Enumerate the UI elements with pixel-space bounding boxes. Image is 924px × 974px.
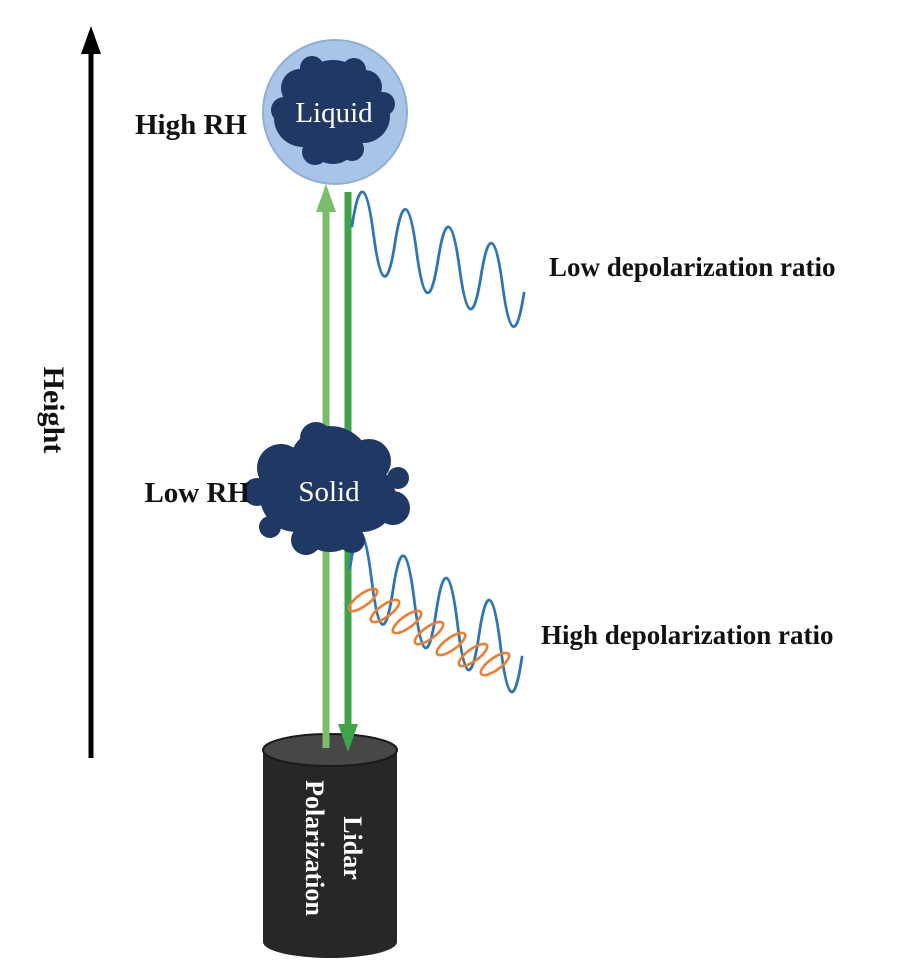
coil-loop — [391, 609, 423, 635]
blob-part — [340, 137, 364, 161]
low-depolarization-label: Low depolarization ratio — [549, 252, 835, 282]
coil-loop — [369, 598, 401, 624]
emitted-beam-arrowhead-icon — [316, 184, 336, 212]
blob-part — [300, 56, 324, 80]
blob-part — [271, 97, 297, 123]
blob-part — [347, 439, 391, 483]
blob-part — [342, 58, 366, 82]
high-depolarization-label: High depolarization ratio — [541, 620, 834, 650]
high-depolarization-wave — [348, 532, 524, 694]
low-rh-label: Low RH — [144, 477, 250, 509]
lidar-cylinder-top — [262, 733, 398, 767]
coil-loop — [457, 642, 489, 668]
blob-part — [302, 139, 328, 165]
blob-part — [259, 516, 281, 538]
blob-part — [387, 467, 409, 489]
coil-loop — [479, 651, 511, 677]
low-depolarization-wave — [350, 190, 526, 328]
solid-particle-blob — [243, 422, 410, 555]
blob-part — [371, 92, 395, 116]
height-axis-arrowhead-icon — [81, 26, 101, 54]
height-axis-label: Height — [37, 367, 70, 454]
coil-loop — [435, 631, 467, 657]
blob-part — [243, 478, 271, 506]
lidar-label-line1: Polarization — [300, 780, 329, 916]
blob-part — [257, 444, 305, 492]
return-beam-arrowhead-icon — [338, 724, 358, 752]
liquid-particle-blob — [271, 56, 395, 165]
blob-part — [339, 527, 365, 553]
depolarized-coil-icon — [347, 587, 511, 677]
lidar-cylinder — [262, 733, 398, 958]
liquid-label: Liquid — [295, 97, 373, 129]
lidar-label-line2: Lidar — [338, 816, 367, 880]
blob-part — [291, 525, 321, 555]
lidar-cylinder-body — [263, 750, 397, 958]
coil-loop — [347, 587, 379, 613]
height-axis-arrow — [81, 26, 101, 758]
high-rh-label: High RH — [135, 109, 247, 141]
coil-loop — [413, 620, 445, 646]
blob-part — [300, 422, 332, 454]
solid-label: Solid — [298, 476, 360, 508]
blob-part — [376, 491, 410, 525]
